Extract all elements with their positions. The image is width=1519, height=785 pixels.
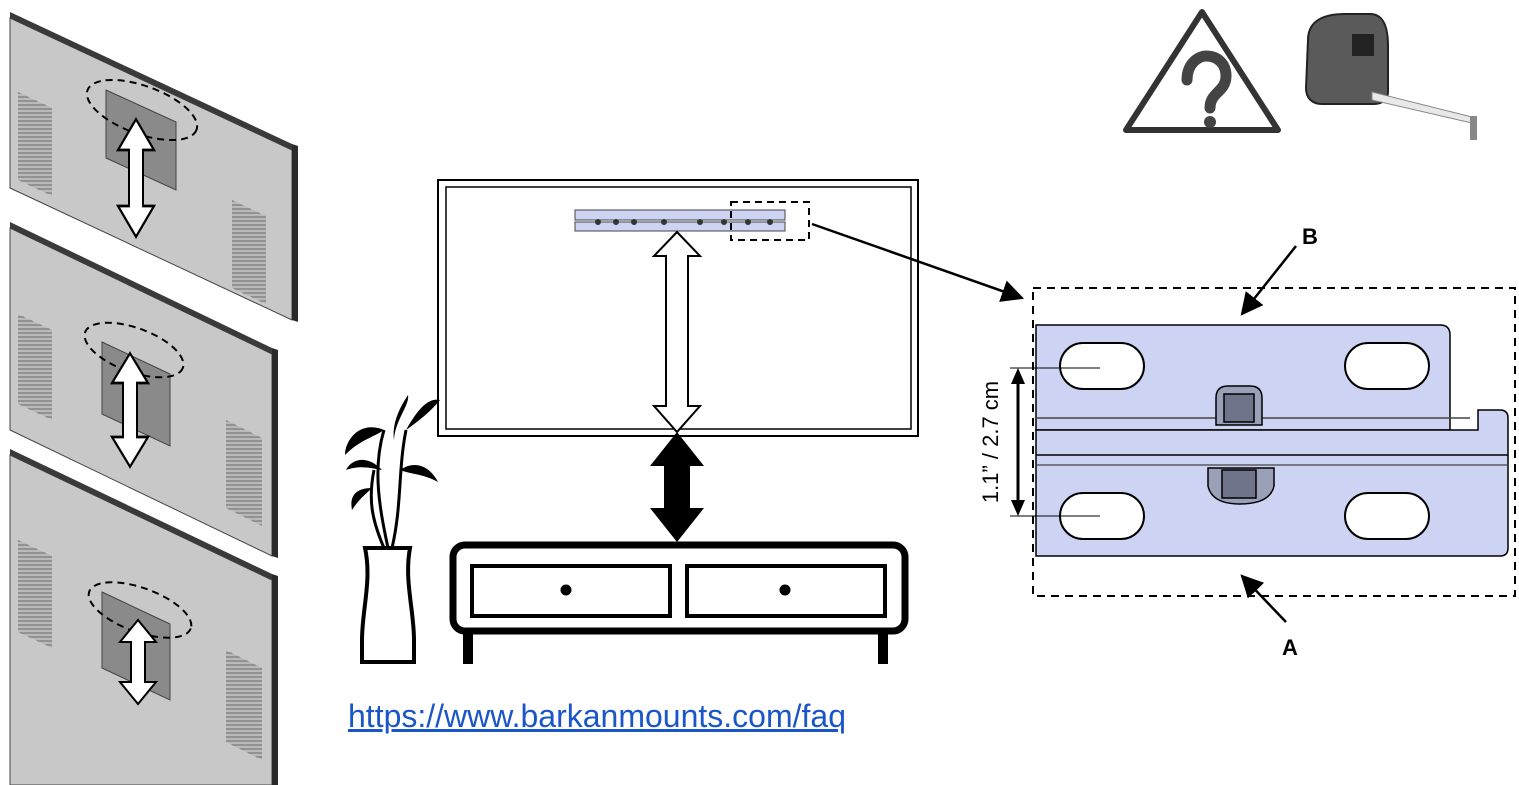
tv-back-panel-middle bbox=[9, 222, 278, 558]
label-a: A bbox=[1282, 635, 1298, 660]
tape-measure-icon bbox=[1304, 13, 1477, 140]
dimension-indicator bbox=[1010, 367, 1100, 517]
label-b: B bbox=[1302, 224, 1318, 249]
tv-back-panel-top bbox=[9, 12, 298, 322]
zoom-pointer-line bbox=[811, 222, 1025, 302]
tv-cabinet-icon bbox=[449, 541, 909, 664]
warning-question-icon bbox=[1123, 9, 1281, 133]
plant-icon bbox=[345, 395, 440, 664]
height-arrow-black bbox=[650, 432, 704, 542]
wall-bracket-small bbox=[574, 201, 810, 241]
bracket-detail bbox=[1032, 287, 1516, 597]
tv-back-panel-bottom bbox=[9, 449, 278, 785]
dimension-label: 1.1” / 2.7 cm bbox=[978, 381, 1003, 503]
label-b-pointer bbox=[1240, 245, 1297, 316]
label-a-pointer bbox=[1240, 574, 1287, 623]
faq-link[interactable]: https://www.barkanmounts.com/faq bbox=[348, 698, 846, 734]
